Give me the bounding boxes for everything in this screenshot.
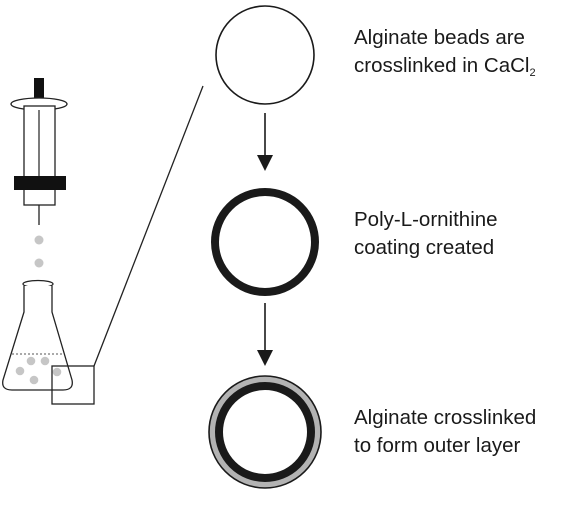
caption-step-3-line-2: to form outer layer	[354, 434, 521, 457]
caption-step-1: Alginate beads are crosslinked in CaCl2	[354, 24, 536, 83]
layered-bead	[208, 375, 322, 489]
flask-icon	[2, 279, 73, 391]
caption-step-1-line-1: Alginate beads are	[354, 26, 525, 49]
zoom-line	[93, 85, 204, 367]
arrow-down-icon	[257, 303, 273, 366]
caption-step-3-line-1: Alginate crosslinked	[354, 406, 537, 429]
coated-bead	[211, 188, 319, 296]
arrow-down-icon	[257, 113, 273, 171]
flask-body	[2, 286, 73, 391]
plunger-rod	[34, 78, 44, 103]
plunger-seal	[14, 176, 66, 190]
bead	[15, 366, 25, 376]
bead	[52, 367, 62, 377]
syringe-icon	[10, 78, 68, 225]
caption-step-2-line-1: Poly-L-ornithine	[354, 208, 498, 231]
bead	[40, 356, 50, 366]
caption-step-3: Alginate crosslinked to form outer layer	[354, 404, 536, 460]
bead	[29, 375, 39, 385]
caption-step-2-line-2: coating created	[354, 236, 495, 259]
droplet	[34, 258, 44, 268]
alginate-bead	[215, 5, 315, 105]
droplet	[34, 235, 44, 245]
zoom-box	[51, 365, 95, 405]
caption-step-2: Poly-L-ornithine coating created	[354, 206, 498, 262]
caption-step-1-line-2: crosslinked in CaCl2	[354, 52, 536, 83]
caption-step-1-line-2-text: crosslinked in CaCl	[354, 54, 530, 77]
bead	[26, 356, 36, 366]
caption-step-1-subscript: 2	[529, 67, 536, 79]
